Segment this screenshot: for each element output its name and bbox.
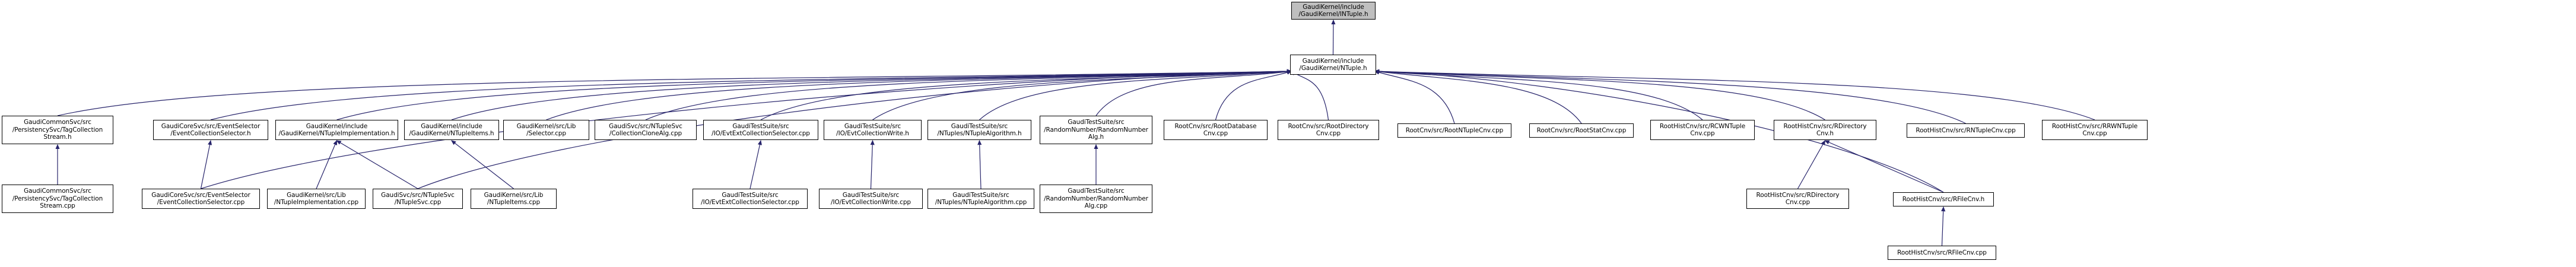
graph-node[interactable]: RootHistCnv/src/RRWNTuple Cnv.cpp xyxy=(2042,120,2148,140)
graph-node[interactable]: GaudiTestSuite/src /NTuples/NTupleAlgori… xyxy=(928,120,1031,140)
graph-edge xyxy=(546,69,1292,120)
graph-edge xyxy=(1797,139,1826,189)
graph-edge xyxy=(1331,19,1336,55)
graph-edge xyxy=(749,139,762,189)
graph-node[interactable]: RootHistCnv/src/RNTupleCnv.cpp xyxy=(1907,123,2025,138)
graph-node[interactable]: GaudiTestSuite/src /NTuples/NTupleAlgori… xyxy=(928,189,1034,209)
graph-node[interactable]: RootHistCnv/src/RCWNTuple Cnv.cpp xyxy=(1650,120,1755,140)
graph-edge xyxy=(1374,69,1703,120)
graph-edge xyxy=(451,140,514,189)
graph-edge xyxy=(1374,69,1966,124)
graph-node[interactable]: GaudiCoreSvc/src/EventSelector /EventCol… xyxy=(142,189,260,209)
graph-edge xyxy=(1095,69,1292,116)
graph-node[interactable]: GaudiTestSuite/src /IO/EvtExtCollectionS… xyxy=(693,189,808,209)
graph-edge xyxy=(57,69,1292,116)
graph-node[interactable]: RootCnv/src/RootDirectory Cnv.cpp xyxy=(1278,120,1379,140)
graph-edge xyxy=(1374,69,1582,124)
graph-edge xyxy=(1374,69,2095,120)
graph-edge xyxy=(1824,140,1944,193)
graph-edge xyxy=(1215,70,1292,120)
graph-node[interactable]: GaudiTestSuite/src /IO/EvtExtCollectionS… xyxy=(703,120,818,140)
graph-node[interactable]: GaudiCommonSvc/src /PersistencySvc/TagCo… xyxy=(2,116,113,144)
graph-node[interactable]: GaudiKernel/src/Lib /Selector.cpp xyxy=(503,120,589,140)
graph-edge xyxy=(645,69,1292,120)
graph-node[interactable]: RootHistCnv/src/RDirectory Cnv.cpp xyxy=(1746,189,1849,209)
graph-edge xyxy=(200,139,212,189)
graph-edge xyxy=(1291,71,1329,120)
graph-edge xyxy=(1941,206,1946,246)
graph-edge xyxy=(977,139,982,189)
graph-edge xyxy=(1374,69,1825,120)
graph-node[interactable]: RootHistCnv/src/RFileCnv.cpp xyxy=(1888,246,1996,260)
graph-edge xyxy=(316,139,338,189)
graph-node-root[interactable]: GaudiKernel/include /GaudiKernel/INTuple… xyxy=(1291,2,1376,20)
graph-node[interactable]: GaudiKernel/include /GaudiKernel/NTuple.… xyxy=(1290,55,1376,75)
graph-edge xyxy=(979,69,1292,120)
graph-edge xyxy=(870,139,875,189)
graph-node[interactable]: GaudiTestSuite/src /IO/EvtCollectionWrit… xyxy=(819,189,923,209)
graph-node[interactable]: GaudiTestSuite/src /RandomNumber/RandomN… xyxy=(1040,185,1152,213)
graph-edge xyxy=(336,69,1292,120)
graph-node[interactable]: GaudiSvc/src/NTupleSvc /CollectionCloneA… xyxy=(595,120,697,140)
graph-node[interactable]: GaudiCommonSvc/src /PersistencySvc/TagCo… xyxy=(2,185,113,213)
graph-node[interactable]: RootCnv/src/RootDatabase Cnv.cpp xyxy=(1164,120,1268,140)
graph-node[interactable]: GaudiKernel/src/Lib /NTupleItems.cpp xyxy=(471,189,557,209)
graph-edge xyxy=(760,69,1292,120)
graph-edge xyxy=(451,69,1292,120)
graph-node[interactable]: GaudiKernel/include /GaudiKernel/NTupleI… xyxy=(404,120,499,140)
graph-node[interactable]: RootHistCnv/src/RFileCnv.h xyxy=(1893,192,1994,206)
graph-node[interactable]: GaudiKernel/src/Lib /NTupleImplementatio… xyxy=(267,189,366,209)
graph-node[interactable]: GaudiCoreSvc/src/EventSelector /EventCol… xyxy=(153,120,268,140)
graph-node[interactable]: GaudiSvc/src/NTupleSvc /NTupleSvc.cpp xyxy=(373,189,463,209)
graph-edge xyxy=(336,140,418,189)
graph-node[interactable]: GaudiKernel/include /GaudiKernel/NTupleI… xyxy=(275,120,398,140)
graph-node[interactable]: RootCnv/src/RootNTupleCnv.cpp xyxy=(1397,123,1511,138)
graph-edge xyxy=(872,69,1292,120)
graph-node[interactable]: RootHistCnv/src/RDirectory Cnv.h xyxy=(1774,120,1876,140)
graph-node[interactable]: RootCnv/src/RootStatCnv.cpp xyxy=(1529,123,1634,138)
graph-node[interactable]: GaudiTestSuite/src /IO/EvtCollectionWrit… xyxy=(824,120,922,140)
graph-node[interactable]: GaudiTestSuite/src /RandomNumber/RandomN… xyxy=(1040,116,1152,144)
graph-edge xyxy=(210,69,1292,120)
graph-edge xyxy=(1374,70,1455,124)
